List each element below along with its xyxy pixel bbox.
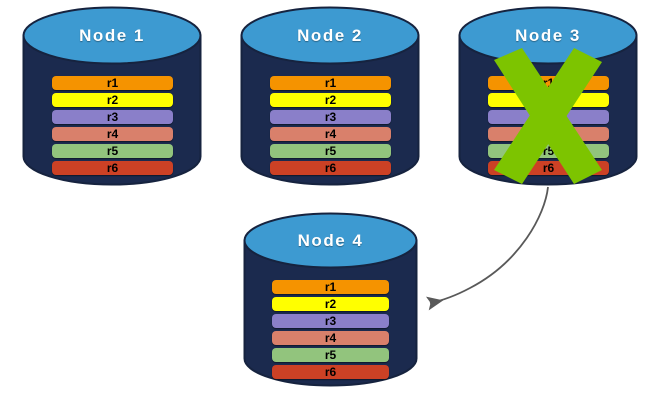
data-row[interactable]: r6 bbox=[272, 365, 389, 379]
data-row[interactable]: r3 bbox=[488, 110, 609, 124]
data-row[interactable]: r4 bbox=[272, 331, 389, 345]
data-row[interactable]: r4 bbox=[270, 127, 391, 141]
data-row[interactable]: r5 bbox=[270, 144, 391, 158]
data-row[interactable]: r3 bbox=[272, 314, 389, 328]
data-row[interactable]: r5 bbox=[488, 144, 609, 158]
data-row-label: r1 bbox=[324, 76, 337, 90]
data-row-label: r4 bbox=[324, 331, 337, 345]
data-row[interactable]: r2 bbox=[272, 297, 389, 311]
data-row-label: r5 bbox=[324, 144, 337, 158]
data-row[interactable]: r6 bbox=[488, 161, 609, 175]
data-row[interactable]: r1 bbox=[272, 280, 389, 294]
data-row-label: r6 bbox=[324, 365, 337, 379]
data-row-label: r5 bbox=[106, 144, 119, 158]
data-row[interactable]: r3 bbox=[270, 110, 391, 124]
row-list: r1 r2 r3 r4 r5 r6 bbox=[270, 76, 391, 178]
cylinder-top-ellipse bbox=[243, 212, 418, 269]
cylinder-top-ellipse bbox=[458, 6, 638, 65]
data-row[interactable]: r4 bbox=[488, 127, 609, 141]
data-row-label: r4 bbox=[324, 127, 337, 141]
row-list: r1 r2 r3 r4 r5 r6 bbox=[52, 76, 173, 178]
data-row-label: r3 bbox=[324, 314, 337, 328]
data-row-label: r3 bbox=[324, 110, 337, 124]
cylinder-top-ellipse bbox=[240, 6, 420, 65]
data-row[interactable]: r1 bbox=[488, 76, 609, 90]
data-row-label: r2 bbox=[324, 297, 337, 311]
data-row[interactable]: r4 bbox=[52, 127, 173, 141]
data-row-label: r4 bbox=[542, 127, 555, 141]
data-row[interactable]: r6 bbox=[270, 161, 391, 175]
data-row-label: r1 bbox=[542, 76, 555, 90]
row-list: r1 r2 r3 r4 r5 r6 bbox=[488, 76, 609, 178]
data-row[interactable]: r1 bbox=[270, 76, 391, 90]
cylinder-top-ellipse bbox=[22, 6, 202, 65]
data-row-label: r3 bbox=[542, 110, 555, 124]
data-row-label: r2 bbox=[106, 93, 119, 107]
data-row[interactable]: r5 bbox=[272, 348, 389, 362]
data-row-label: r2 bbox=[542, 93, 555, 107]
data-row-label: r3 bbox=[106, 110, 119, 124]
data-row[interactable]: r3 bbox=[52, 110, 173, 124]
data-row[interactable]: r5 bbox=[52, 144, 173, 158]
data-row[interactable]: r6 bbox=[52, 161, 173, 175]
data-row-label: r1 bbox=[106, 76, 119, 90]
data-row-label: r5 bbox=[542, 144, 555, 158]
data-row-label: r2 bbox=[324, 93, 337, 107]
data-row[interactable]: r1 bbox=[52, 76, 173, 90]
data-row[interactable]: r2 bbox=[270, 93, 391, 107]
data-row-label: r1 bbox=[324, 280, 337, 294]
data-row[interactable]: r2 bbox=[488, 93, 609, 107]
data-row-label: r6 bbox=[324, 161, 337, 175]
row-list: r1 r2 r3 r4 r5 r6 bbox=[272, 280, 389, 382]
data-row-label: r6 bbox=[542, 161, 555, 175]
data-row-label: r5 bbox=[324, 348, 337, 362]
data-row-label: r6 bbox=[106, 161, 119, 175]
data-row[interactable]: r2 bbox=[52, 93, 173, 107]
data-row-label: r4 bbox=[106, 127, 119, 141]
